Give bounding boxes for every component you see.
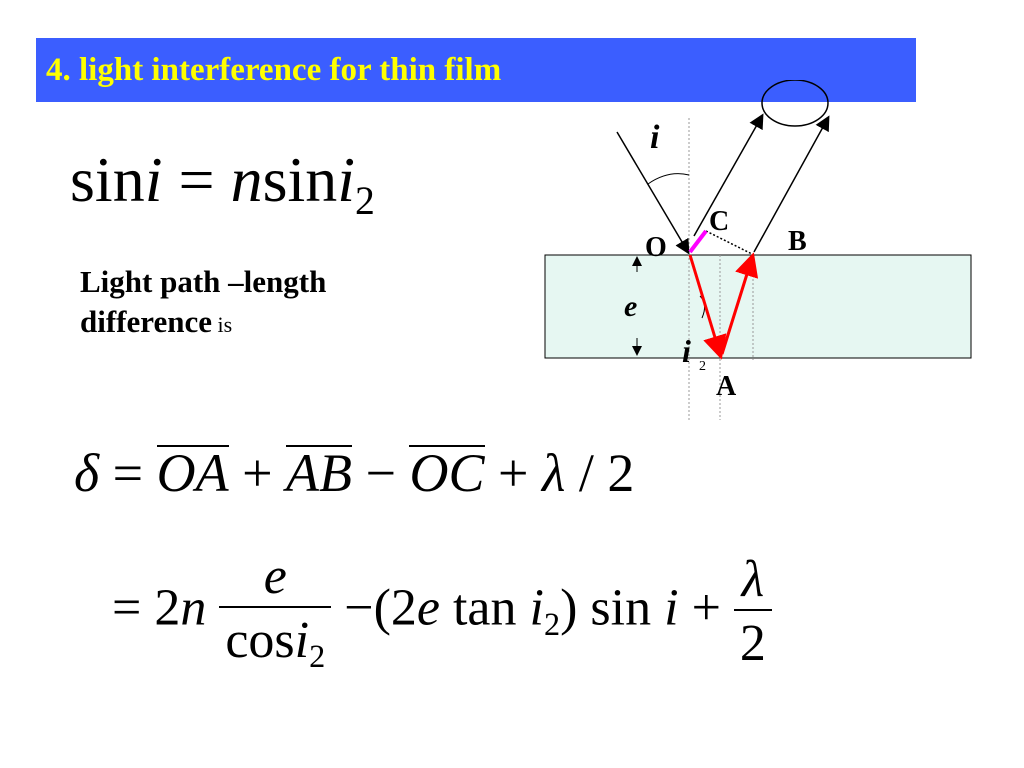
- snell-n: n: [230, 144, 263, 215]
- path-text-line2: difference is: [80, 302, 326, 345]
- slide-title: 4. light interference for thin film: [46, 52, 502, 88]
- fraction-denominator-2: 2: [733, 608, 772, 675]
- lambda-symbol: λ: [541, 443, 566, 503]
- snell-rhs-sin: sin: [262, 144, 338, 215]
- reflected-ray-2: [753, 115, 830, 253]
- segment-oc-magenta: [688, 229, 708, 254]
- snell-equals: =: [178, 144, 215, 215]
- expand-coef-2: 2: [154, 579, 181, 637]
- label-b: B: [788, 226, 807, 257]
- incident-ray: [616, 131, 690, 255]
- delta-minus: −: [365, 443, 396, 503]
- delta-two: 2: [607, 443, 635, 503]
- segment-ab: AB: [286, 443, 353, 503]
- fraction-e-over-cos: e cosi2: [219, 548, 332, 677]
- open-paren: (: [373, 579, 391, 637]
- delta-symbol: δ: [74, 443, 100, 503]
- cos-func: cos: [225, 612, 295, 669]
- label-i: i: [650, 119, 660, 156]
- path-text-difference: difference: [80, 304, 212, 339]
- sin-var: i: [664, 579, 679, 637]
- refracted-ray-ab: [720, 252, 759, 355]
- path-text-line1: Light path –length: [80, 264, 327, 299]
- delta-slash: /: [578, 443, 594, 503]
- fraction-denominator-cos: cosi2: [219, 606, 332, 677]
- fraction-numerator-lambda: λ: [741, 550, 765, 608]
- cos-var: i: [294, 612, 310, 669]
- segment-oa: OA: [156, 443, 229, 503]
- angle-arc-i: [647, 173, 690, 185]
- delta-plus-2: +: [498, 443, 529, 503]
- expanded-equation: = 2n e cosi2 −(2e tan i2) sin i + λ 2: [112, 548, 772, 688]
- tan-func: tan: [452, 579, 517, 637]
- fraction-numerator-e: e: [263, 548, 287, 605]
- thin-film-diagram: i C O B e i 2 A: [544, 80, 972, 420]
- label-c: C: [709, 206, 729, 237]
- snell-rhs-i: i: [337, 144, 356, 215]
- path-difference-text: Light path –length difference is: [80, 262, 326, 345]
- sin-func: sin: [590, 579, 652, 637]
- delta-equation: δ = OA + AB − OC + λ / 2: [74, 438, 634, 508]
- expand-equals: =: [112, 579, 142, 637]
- thin-film-layer: [544, 254, 972, 359]
- label-i2-sub: 2: [699, 359, 706, 374]
- delta-equals: =: [112, 443, 144, 503]
- snell-rhs-sub: 2: [355, 178, 375, 223]
- tan-sub: 2: [543, 605, 561, 642]
- label-a: A: [716, 371, 737, 402]
- snell-lhs-sin: sin: [70, 144, 145, 215]
- two-e-coef: 2: [390, 579, 417, 637]
- lens-ellipse: [761, 80, 829, 127]
- snell-law-equation: sini = nsini2: [70, 140, 375, 228]
- tan-var: i: [529, 579, 544, 637]
- dotted-line-cb: [705, 230, 753, 255]
- label-e: e: [624, 290, 637, 323]
- expand-n: n: [180, 579, 207, 637]
- segment-oc: OC: [409, 443, 485, 503]
- cos-sub: 2: [309, 638, 326, 675]
- two-e-var: e: [416, 579, 440, 637]
- title-bar: 4. light interference for thin film: [36, 38, 916, 102]
- label-i2: i: [682, 333, 691, 369]
- close-paren: ): [560, 579, 578, 637]
- path-text-is: is: [211, 312, 233, 337]
- delta-plus-1: +: [242, 443, 273, 503]
- refracted-ray-oa: [688, 254, 727, 360]
- expand-plus: +: [691, 579, 721, 637]
- expand-minus: −: [344, 579, 374, 637]
- reflected-ray-1: [693, 113, 764, 237]
- snell-lhs-i: i: [144, 144, 163, 215]
- fraction-lambda-over-2: λ 2: [733, 550, 772, 675]
- label-o: O: [645, 232, 667, 263]
